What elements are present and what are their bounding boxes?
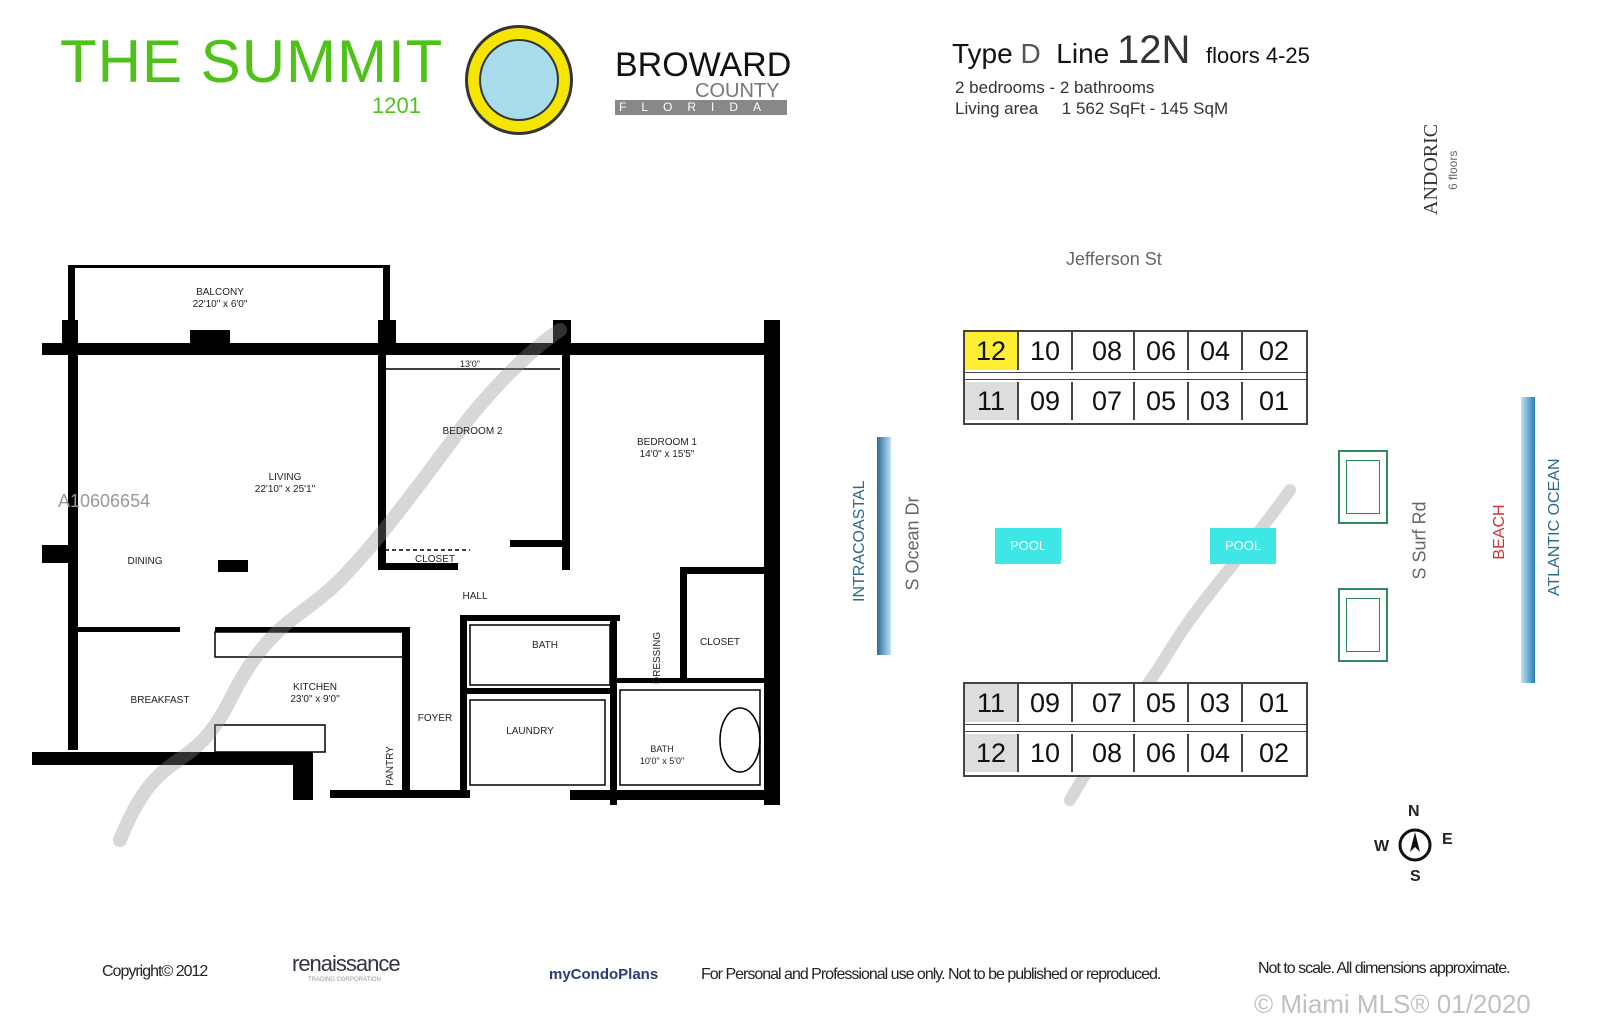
mls-watermark: © Miami MLS® 01/2020: [1254, 989, 1531, 1019]
unit-cell: 06: [1135, 332, 1189, 370]
tennis-court: [1338, 588, 1388, 662]
unit-cell: 12: [965, 734, 1019, 772]
unit-12-highlighted: 12: [965, 332, 1019, 370]
room-closet-bed1: CLOSET: [699, 637, 740, 648]
watermark-graphic: [113, 323, 567, 847]
unit-cell: 08: [1081, 734, 1135, 772]
building-title: THE SUMMIT: [60, 28, 444, 95]
unit-cell: 03: [1189, 684, 1243, 722]
s-surf-rd-label: S Surf Rd: [1409, 501, 1430, 580]
south-building: 11 09 07 05 03 01 12 10 08 06 04 02: [963, 682, 1308, 777]
room-hall: HALL: [462, 591, 488, 602]
unit-cell: 10: [1019, 332, 1073, 370]
unit-cell: 05: [1135, 382, 1189, 420]
unit-cell: 04: [1189, 332, 1243, 370]
unit-cell: 11: [965, 382, 1019, 420]
pool-west: POOL: [995, 528, 1061, 564]
room-foyer: FOYER: [417, 713, 453, 724]
room-dining: DINING: [127, 556, 163, 567]
unit-cell: 01: [1258, 688, 1290, 718]
room-bedroom-2: BEDROOM 2: [442, 426, 503, 437]
intracoastal-water: [877, 437, 891, 655]
north-building: 12 10 08 06 04 02 11 09 07 05 03 01: [963, 330, 1308, 425]
s-ocean-dr-label: S Ocean Dr: [902, 496, 923, 591]
usage-notice: For Personal and Professional use only. …: [701, 966, 1161, 983]
broward-county-logo: BROWARD COUNTY FLORIDA: [615, 46, 792, 115]
unit-info: 2 bedrooms - 2 bathrooms Living area 1 5…: [955, 78, 1229, 118]
tennis-court: [1338, 450, 1388, 524]
room-closet-bed2: CLOSET: [414, 554, 455, 565]
floorplan-walls: [32, 265, 780, 805]
unit-cell: 05: [1135, 684, 1189, 722]
jefferson-st-label: Jefferson St: [1066, 249, 1162, 269]
copyright: Copyright© 2012: [102, 963, 208, 980]
renaissance-logo: renaissance TRADING CORPORATION: [292, 951, 401, 984]
hollywood-seal-logo: [465, 25, 573, 135]
mls-id: A10606654: [58, 491, 151, 511]
unit-cell: 08: [1081, 332, 1135, 370]
unit-cell: 01: [1258, 386, 1290, 416]
bedroom-2-width: 13'0": [460, 359, 480, 369]
unit-cell: 06: [1135, 734, 1189, 772]
beach-label: BEACH: [1491, 504, 1508, 560]
unit-cell: 10: [1019, 734, 1073, 772]
unit-cell: 07: [1081, 382, 1135, 420]
unit-cell: 11: [965, 684, 1019, 722]
room-laundry: LAUNDRY: [506, 726, 554, 737]
unit-cell: 04: [1189, 734, 1243, 772]
unit-cell: 03: [1189, 382, 1243, 420]
intracoastal-label: INTRACOASTAL: [851, 480, 868, 603]
room-dressing: DRESSING: [652, 631, 663, 685]
unit-cell: 09: [1019, 382, 1073, 420]
unit-cell: 02: [1258, 336, 1290, 366]
building-number: 1201: [372, 93, 421, 118]
compass-icon: [1398, 828, 1432, 862]
unit-cell: 07: [1081, 684, 1135, 722]
ocean-water: [1521, 397, 1535, 683]
pool-east: POOL: [1210, 528, 1276, 564]
compass: N S E W: [1370, 800, 1460, 890]
room-pantry: PANTRY: [385, 746, 396, 786]
mycondoplans-logo: myCondoPlans: [549, 966, 659, 983]
room-bath: BATH: [532, 640, 558, 651]
unit-cell: 02: [1258, 738, 1290, 768]
unit-cell: 09: [1019, 684, 1073, 722]
scale-notice: Not to scale. All dimensions approximate…: [1258, 960, 1511, 977]
atlantic-ocean-label: ATLANTIC OCEAN: [1546, 458, 1563, 597]
unit-type-heading: Type D Line 12N floors 4-25: [952, 28, 1310, 72]
room-breakfast: BREAKFAST: [130, 695, 190, 706]
